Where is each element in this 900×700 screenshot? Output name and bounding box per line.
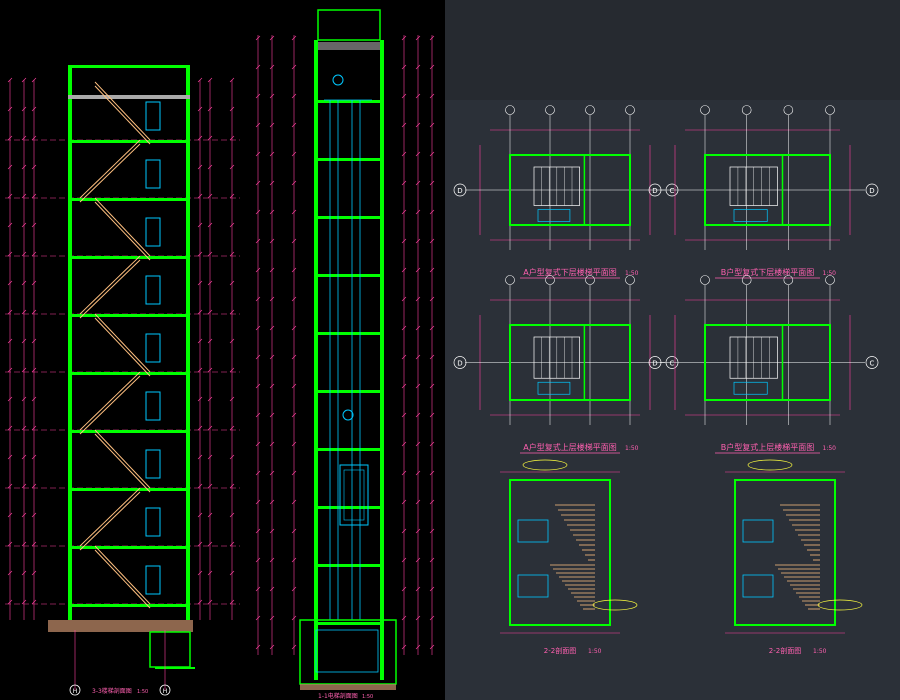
plan-scale: 1:50 bbox=[625, 270, 639, 277]
elevator-section-drawing: 1-1电梯剖面图 1:50 bbox=[255, 9, 435, 700]
axis-bubble-label: C bbox=[670, 360, 675, 368]
detail-scale: 1:50 bbox=[588, 648, 602, 655]
plan-scale: 1:50 bbox=[823, 270, 837, 277]
detail-scale: 1:50 bbox=[813, 648, 827, 655]
plan-scale: 1:50 bbox=[625, 445, 639, 452]
axis-bubble-label: D bbox=[652, 360, 657, 368]
stair-section-drawing: H H 3-3楼梯剖面图 1:50 bbox=[5, 65, 240, 696]
plan-title: B户型复式下层楼梯平面图 bbox=[721, 267, 815, 277]
detail-section-2: 2-2剖面图 1:50 bbox=[725, 459, 863, 655]
floor-plan-4: D C B户型复式上层楼梯平面图 1:50 bbox=[648, 275, 879, 454]
axis-bubble-label: D bbox=[869, 187, 874, 195]
elevator-section-title: 1-1电梯剖面图 bbox=[318, 692, 358, 700]
floor-plan-2: D D B户型复式下层楼梯平面图 1:50 bbox=[648, 105, 879, 279]
axis-bubble-label: D bbox=[652, 187, 657, 195]
axis-bubble-label: C bbox=[670, 187, 675, 195]
floor-plan-1: D C A户型复式下层楼梯平面图 1:50 bbox=[453, 105, 679, 279]
detail-title: 2-2剖面图 bbox=[544, 646, 576, 655]
axis-bubble-label: D bbox=[457, 187, 462, 195]
axis-bubble-left: H bbox=[73, 688, 78, 695]
stair-section-title: 3-3楼梯剖面图 bbox=[92, 687, 132, 695]
floor-plan-3: D C A户型复式上层楼梯平面图 1:50 bbox=[453, 275, 679, 454]
detail-title: 2-2剖面图 bbox=[769, 646, 801, 655]
elevator-section-scale: 1:50 bbox=[362, 694, 373, 700]
detail-section-1: 2-2剖面图 1:50 bbox=[500, 459, 638, 655]
stair-section-scale: 1:50 bbox=[137, 689, 148, 695]
axis-bubble-label: C bbox=[870, 360, 875, 368]
plan-title: B户型复式上层楼梯平面图 bbox=[721, 442, 815, 452]
axis-bubble-label: D bbox=[457, 360, 462, 368]
axis-bubble-right: H bbox=[163, 688, 168, 695]
plan-scale: 1:50 bbox=[823, 445, 837, 452]
plan-title: A户型复式下层楼梯平面图 bbox=[523, 267, 616, 277]
plan-title: A户型复式上层楼梯平面图 bbox=[523, 442, 616, 452]
